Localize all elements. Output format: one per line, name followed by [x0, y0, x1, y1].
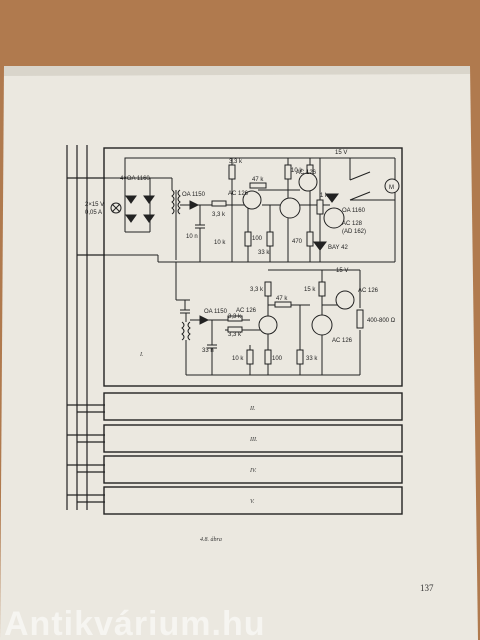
label-top-r8: 470	[292, 239, 303, 245]
watermark: Antikvárium.hu	[4, 605, 266, 640]
label-top-diode: OA 1150	[182, 192, 206, 198]
figure-caption: 4.8. ábra	[200, 536, 222, 543]
panels	[103, 392, 403, 515]
label-bottom-t2: AC 126	[332, 338, 353, 344]
label-top-r5: 3,3 k	[229, 159, 243, 165]
label-bottom-cap: 33 n	[202, 348, 214, 354]
label-top-r3: 100	[252, 236, 263, 242]
label-bridge: 4×OA 1160	[120, 176, 150, 182]
label-bottom-t3: AC 126	[358, 288, 379, 294]
label-motor: M	[389, 185, 394, 191]
label-top-t1: AC 126	[228, 191, 249, 197]
label-bottom-load: 400-800 Ω	[367, 318, 396, 324]
label-top-d3: BAY 42	[328, 245, 348, 251]
panel-frame-5	[103, 486, 403, 515]
top-circuit-components	[110, 164, 400, 251]
label-bottom-v1: 15 V	[336, 268, 348, 274]
panel-frame-3	[103, 424, 403, 453]
label-top-t3b: (AD 162)	[342, 229, 366, 235]
panel-label-4: IV.	[249, 468, 257, 474]
label-bottom-t1: AC 126	[236, 308, 257, 314]
page-number: 137	[420, 583, 434, 593]
label-bottom-r2: 3,3 k	[228, 332, 242, 338]
label-top-t3: AC 128	[342, 221, 363, 227]
label-top-v1: 15 V	[335, 150, 347, 156]
top-circuit-labels: 4×OA 1160 OA 1150 10 n 3,3 k 10 k 100 33…	[120, 150, 394, 256]
label-top-r9: 10 k	[291, 168, 303, 174]
label-top-r6: 47 k	[252, 177, 264, 183]
panel-frame-4	[103, 455, 403, 484]
panel-label-2: II.	[249, 406, 256, 412]
panel-label-5: V.	[250, 499, 255, 505]
supply-label-1: 2×15 V	[85, 202, 104, 208]
label-bottom-diode: OA 1150	[204, 309, 228, 315]
label-top-r7: 1 k	[320, 193, 329, 199]
label-top-r4: 33 k	[258, 250, 270, 256]
panel-label-3: III.	[249, 437, 258, 443]
book-page	[0, 66, 478, 640]
label-bottom-r6: 33 k	[306, 356, 318, 362]
label-top-r2: 10 k	[214, 240, 226, 246]
bus-lines	[66, 145, 105, 510]
label-bottom-r5: 100	[272, 356, 283, 362]
supply-label-2: 0,05 A	[85, 210, 102, 216]
label-top-t2: AC 126	[296, 170, 317, 176]
bottom-circuit-labels: OA 1150 33 n 3,3 k 3,3 k 47 k 10 k 100 3…	[202, 268, 396, 362]
label-top-cap: 10 n	[186, 234, 198, 240]
label-top-r1: 3,3 k	[212, 212, 226, 218]
panel-label-1: I.	[139, 352, 144, 358]
bottom-circuit-components	[199, 281, 364, 365]
label-bottom-r4: 10 k	[232, 356, 244, 362]
label-bottom-r7: 3,3 k	[250, 287, 264, 293]
panel-frame-1	[103, 147, 403, 387]
panel-frame-2	[103, 392, 403, 421]
label-bottom-r3: 47 k	[276, 296, 288, 302]
label-top-d2: OA 1160	[342, 208, 366, 214]
label-bottom-r1: 3,3 k	[228, 314, 242, 320]
label-bottom-r8: 15 k	[304, 287, 316, 293]
